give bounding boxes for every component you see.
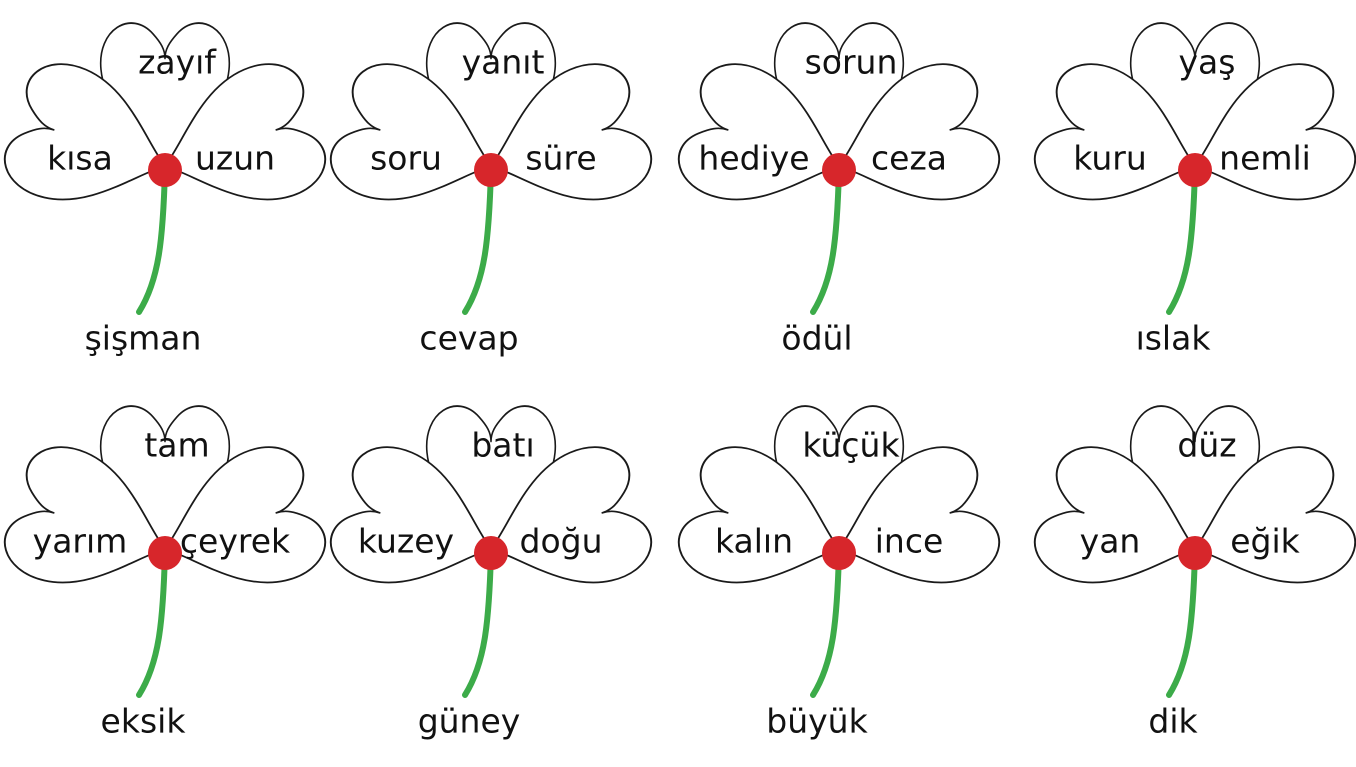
word-top: batı: [471, 425, 535, 465]
word-top: yanıt: [461, 42, 545, 82]
word-left: kalın: [714, 521, 794, 561]
petal-left: [678, 446, 840, 584]
center-dot: [148, 153, 182, 187]
word-right: çeyrek: [179, 521, 291, 561]
clover-drawing: [678, 405, 1000, 698]
clover: zayıf kısa uzun şişman: [0, 0, 340, 383]
petal-left: [678, 63, 840, 201]
word-bottom: büyük: [766, 701, 868, 741]
petal-right: [490, 63, 652, 201]
word-right: eğik: [1230, 521, 1300, 561]
clover-drawing: [330, 22, 652, 315]
word-top: tam: [144, 425, 210, 465]
stem: [1166, 167, 1198, 315]
clover-drawing: [4, 22, 326, 315]
word-top: yaş: [1178, 42, 1236, 82]
word-left: yarım: [32, 521, 128, 561]
word-left: kuzey: [357, 521, 455, 561]
clover-drawing: [330, 405, 652, 698]
petal-left: [330, 446, 492, 584]
word-bottom: şişman: [84, 318, 202, 358]
word-top: düz: [1177, 425, 1237, 465]
word-right: ince: [874, 521, 944, 561]
clover: sorun hediye ceza ödül: [674, 0, 1014, 383]
word-bottom: ıslak: [1135, 318, 1211, 358]
clover-drawing: [1034, 22, 1356, 315]
stem: [1166, 550, 1198, 698]
stem: [810, 550, 842, 698]
stem: [136, 167, 168, 315]
word-bottom: eksik: [100, 701, 186, 741]
word-left: kısa: [47, 138, 113, 178]
clover: tam yarım çeyrek eksik: [0, 383, 340, 766]
clover: yanıt soru süre cevap: [326, 0, 666, 383]
petal-right: [490, 446, 652, 584]
word-top: küçük: [802, 425, 900, 465]
word-left: soru: [370, 138, 442, 178]
stem: [810, 167, 842, 315]
word-right: uzun: [194, 138, 276, 178]
word-bottom: güney: [417, 701, 521, 741]
clover: düz yan eğik dik: [1030, 383, 1356, 766]
clover: batı kuzey doğu güney: [326, 383, 666, 766]
petal-left: [1034, 63, 1196, 201]
word-top: sorun: [804, 42, 898, 82]
clover-drawing: [4, 405, 326, 698]
center-dot: [1178, 153, 1212, 187]
petal-left: [330, 63, 492, 201]
center-dot: [148, 536, 182, 570]
petal-right: [1194, 446, 1356, 584]
petal-right: [164, 446, 326, 584]
word-bottom: cevap: [419, 318, 519, 358]
center-dot: [474, 536, 508, 570]
center-dot: [822, 536, 856, 570]
word-right: süre: [525, 138, 597, 178]
word-top: zayıf: [138, 42, 216, 82]
word-bottom: ödül: [781, 318, 853, 358]
word-left: hediye: [698, 138, 810, 178]
center-dot: [822, 153, 856, 187]
petal-left: [4, 446, 166, 584]
clover: küçük kalın ince büyük: [674, 383, 1014, 766]
word-left: yan: [1079, 521, 1141, 561]
stem: [462, 167, 494, 315]
stem: [462, 550, 494, 698]
clover: yaş kuru nemli ıslak: [1030, 0, 1356, 383]
clover-drawing: [1034, 405, 1356, 698]
word-right: ceza: [871, 138, 947, 178]
center-dot: [1178, 536, 1212, 570]
word-right: doğu: [519, 521, 603, 561]
petal-left: [1034, 446, 1196, 584]
petal-right: [164, 63, 326, 201]
stem: [136, 550, 168, 698]
word-left: kuru: [1073, 138, 1147, 178]
word-bottom: dik: [1148, 701, 1198, 741]
petal-left: [4, 63, 166, 201]
petal-right: [838, 446, 1000, 584]
word-right: nemli: [1219, 138, 1311, 178]
center-dot: [474, 153, 508, 187]
clover-drawing: [678, 22, 1000, 315]
petal-right: [1194, 63, 1356, 201]
petal-right: [838, 63, 1000, 201]
